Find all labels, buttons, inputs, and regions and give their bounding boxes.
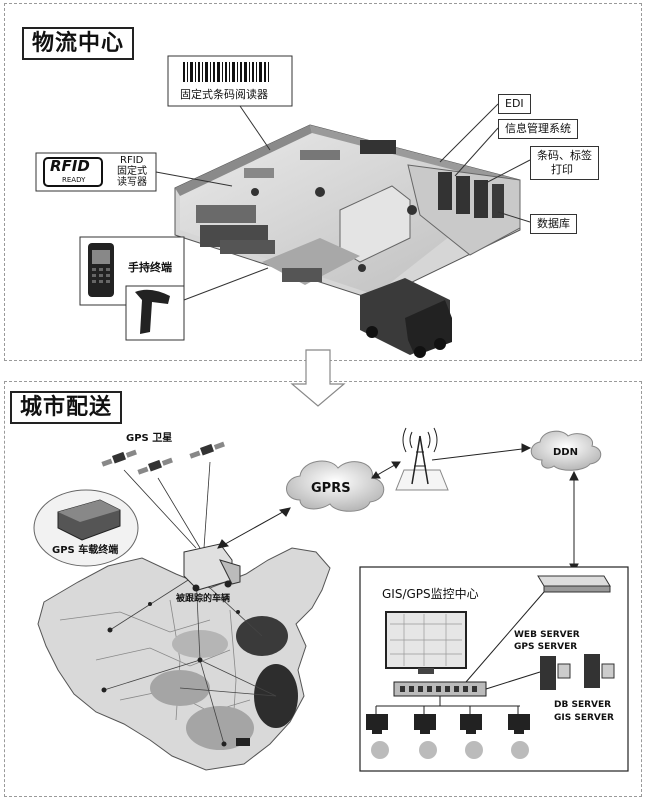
barcode-print-line-2: 打印 — [551, 163, 573, 176]
monitor-center-label: GIS/GPS监控中心 — [382, 587, 479, 601]
tower-ddn-link — [431, 443, 532, 461]
gps-terminal-label: GPS 车载终端 — [52, 545, 119, 556]
db-server-label: DB SERVER — [554, 700, 612, 710]
right-callout-lines — [439, 103, 531, 223]
ddn-label: DDN — [553, 447, 578, 458]
logistics-center-title: 物流中心 — [22, 27, 135, 60]
rfid-logo: RFID — [50, 157, 90, 175]
database-label: 数据库 — [530, 214, 577, 234]
satellite-signal-lines — [123, 461, 211, 549]
rfid-label-2: 固定式 — [117, 166, 147, 177]
rfid-logo-sub: READY — [62, 176, 86, 184]
gps-server-label: GPS SERVER — [514, 642, 578, 652]
vehicle-gprs-link — [217, 507, 291, 549]
warehouse-illustration — [174, 124, 521, 358]
radio-tower-icon — [395, 427, 449, 491]
info-system-label: 信息管理系统 — [498, 119, 578, 139]
ddn-switch-link — [569, 470, 579, 574]
rfid-label-3: 读写器 — [117, 177, 147, 188]
gps-terminal-callout — [33, 489, 139, 567]
down-arrow-icon — [290, 349, 346, 407]
rfid-label-1: RFID — [120, 155, 144, 166]
barcode-reader-callout — [167, 55, 293, 151]
barcode-print-line-1: 条码、标签 — [537, 149, 592, 162]
barcode-reader-label: 固定式条码阅读器 — [180, 88, 268, 101]
gps-satellite-icons — [101, 441, 225, 475]
barcode-print-label: 条码、标签 打印 — [530, 146, 599, 180]
monitoring-center — [359, 566, 629, 772]
web-server-label: WEB SERVER — [514, 630, 580, 640]
tracked-vehicle-label: 被跟踪的车辆 — [176, 594, 231, 604]
handheld-terminal-callout — [79, 236, 269, 341]
edi-label: EDI — [498, 94, 531, 114]
gprs-tower-link — [371, 461, 401, 479]
gprs-label: GPRS — [311, 481, 351, 496]
city-distribution-title: 城市配送 — [10, 391, 123, 424]
rfid-reader-callout — [35, 152, 233, 192]
gis-server-label: GIS SERVER — [554, 713, 614, 723]
ddn-cloud — [530, 430, 602, 471]
handheld-terminal-label: 手持终端 — [128, 261, 172, 274]
gps-satellite-label: GPS 卫星 — [126, 433, 173, 444]
china-map — [37, 547, 331, 771]
